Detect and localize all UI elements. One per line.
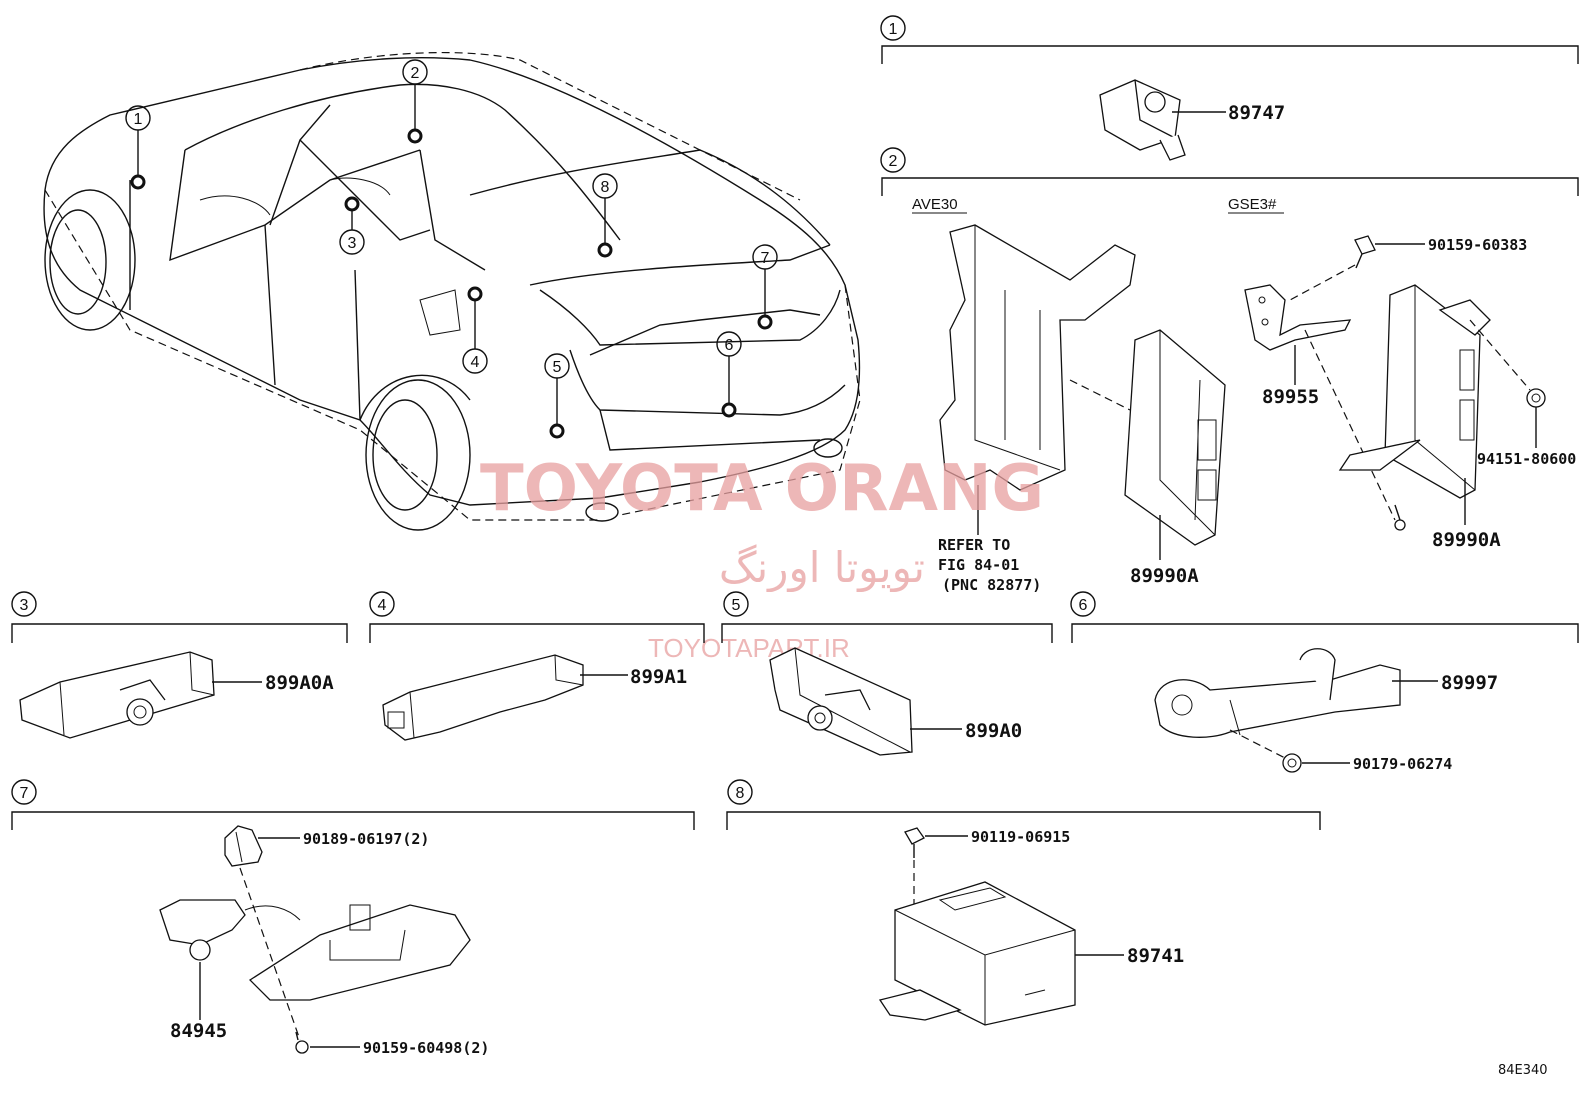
- part-84945-drawing[interactable]: [159, 899, 471, 1001]
- car-callout-7-label: 7: [761, 250, 770, 267]
- car-callout-2-label: 2: [411, 65, 420, 82]
- section-7-bracket: [11, 811, 695, 830]
- car-callout-1-label: 1: [134, 111, 143, 128]
- section-6-number: 6: [1079, 597, 1088, 614]
- part-number-89741[interactable]: 89741: [1127, 945, 1184, 967]
- variant-label-ave30: AVE30: [912, 196, 958, 213]
- part-89747-drawing[interactable]: [1099, 79, 1186, 161]
- section-6: 6 89997 90179-06274: [1070, 591, 1579, 773]
- nut-94151-80600-drawing[interactable]: [1526, 388, 1546, 408]
- part-899a0a-drawing[interactable]: [19, 651, 215, 739]
- car-callout-6-label: 6: [725, 337, 734, 354]
- section-4-number: 4: [378, 597, 387, 614]
- section-4-marker: [369, 591, 395, 617]
- part-number-94151-80600[interactable]: 94151-80600: [1477, 450, 1576, 468]
- part-number-899a1[interactable]: 899A1: [630, 666, 687, 688]
- diagram-reference-code: 84E340: [1498, 1063, 1548, 1078]
- part-89741-drawing[interactable]: [878, 881, 1076, 1026]
- section-5-bracket: [721, 623, 1053, 643]
- section-8-number: 8: [736, 785, 745, 802]
- section-5-marker: [723, 591, 749, 617]
- section-3: 3 899A0A: [11, 591, 348, 739]
- nut-90179-06274-drawing[interactable]: [1282, 753, 1302, 773]
- part-number-89997[interactable]: 89997: [1441, 672, 1498, 694]
- refer-fig-text: FIG 84-01: [938, 556, 1019, 574]
- section-2-marker: [880, 147, 906, 173]
- screw-90159-60498-drawing[interactable]: [295, 1031, 309, 1054]
- part-89997-drawing[interactable]: [1154, 648, 1401, 738]
- car-illustration: [43, 51, 861, 531]
- section-6-bracket: [1071, 623, 1579, 643]
- section-1: 1 89747: [880, 15, 1579, 161]
- part-number-89747[interactable]: 89747: [1228, 102, 1285, 124]
- ecu-89990a-ave30-drawing[interactable]: [1124, 329, 1226, 546]
- section-7-marker: [11, 779, 37, 805]
- part-number-90189-06197[interactable]: 90189-06197(2): [303, 830, 429, 848]
- ecu-mounting-frame-drawing: [939, 224, 1136, 491]
- part-number-90119-06915[interactable]: 90119-06915: [971, 828, 1070, 846]
- section-5: 5 899A0: [721, 591, 1053, 756]
- section-8: 8 90119-06915 89741: [726, 779, 1321, 1026]
- section-7: 7 90189-06197(2) 84945 90159-60498(2): [11, 779, 695, 1057]
- section-3-marker: [11, 591, 37, 617]
- section-3-bracket: [11, 623, 348, 643]
- car-callout-4-label: 4: [471, 354, 480, 371]
- section-1-marker: [880, 15, 906, 41]
- car-callout-5-label: 5: [553, 359, 562, 376]
- clip-90189-06197-drawing[interactable]: [224, 825, 263, 867]
- section-6-marker: [1070, 591, 1096, 617]
- watermark-persian: تویوتا اورنگ: [719, 543, 925, 592]
- part-number-84945[interactable]: 84945: [170, 1020, 227, 1042]
- section-1-number: 1: [889, 21, 898, 38]
- section-4-bracket: [369, 623, 705, 643]
- section-2: 2 AVE30 GSE3# REFER TO FIG 84-01 (PNC 82…: [880, 147, 1579, 594]
- section-8-bracket: [726, 811, 1321, 830]
- bolt-90119-06915-drawing[interactable]: [904, 827, 925, 858]
- part-number-899a0[interactable]: 899A0: [965, 720, 1022, 742]
- screw-lower-drawing: [1394, 504, 1406, 531]
- section-2-number: 2: [889, 153, 898, 170]
- section-3-number: 3: [20, 597, 29, 614]
- watermark-brand: TOYOTA ORANG: [480, 452, 1044, 526]
- part-number-90159-60498[interactable]: 90159-60498(2): [363, 1039, 489, 1057]
- section-8-marker: [727, 779, 753, 805]
- bracket-89955-drawing[interactable]: [1244, 284, 1352, 351]
- part-number-89955[interactable]: 89955: [1262, 386, 1319, 408]
- bolt-90159-60383-drawing[interactable]: [1354, 235, 1376, 269]
- section-7-number: 7: [20, 785, 29, 802]
- part-number-89990a-ave30[interactable]: 89990A: [1130, 565, 1199, 587]
- car-callout-3-label: 3: [348, 235, 357, 252]
- refer-pnc-text: (PNC 82877): [942, 576, 1041, 594]
- car-callout-8-label: 8: [601, 179, 610, 196]
- watermarks: TOYOTA ORANG تویوتا اورنگ TOYOTAPART.IR: [480, 452, 1044, 663]
- part-number-899a0a[interactable]: 899A0A: [265, 672, 334, 694]
- part-899a1-drawing[interactable]: [382, 654, 584, 741]
- section-2-bracket: [881, 177, 1579, 196]
- part-899a0-drawing[interactable]: [769, 647, 913, 756]
- section-4: 4 899A1: [369, 591, 705, 741]
- variant-label-gse3: GSE3#: [1228, 196, 1277, 213]
- section-1-bracket: [881, 45, 1579, 64]
- part-number-89990a-gse3[interactable]: 89990A: [1432, 529, 1501, 551]
- section-5-number: 5: [732, 597, 741, 614]
- part-number-90159-60383[interactable]: 90159-60383: [1428, 236, 1527, 254]
- refer-to-text: REFER TO: [938, 536, 1010, 554]
- part-number-90179-06274[interactable]: 90179-06274: [1353, 755, 1452, 773]
- ecu-89990a-gse3-drawing[interactable]: [1338, 284, 1491, 499]
- car-callout-markers: 1 2 3 4 5 6 7 8: [125, 59, 778, 439]
